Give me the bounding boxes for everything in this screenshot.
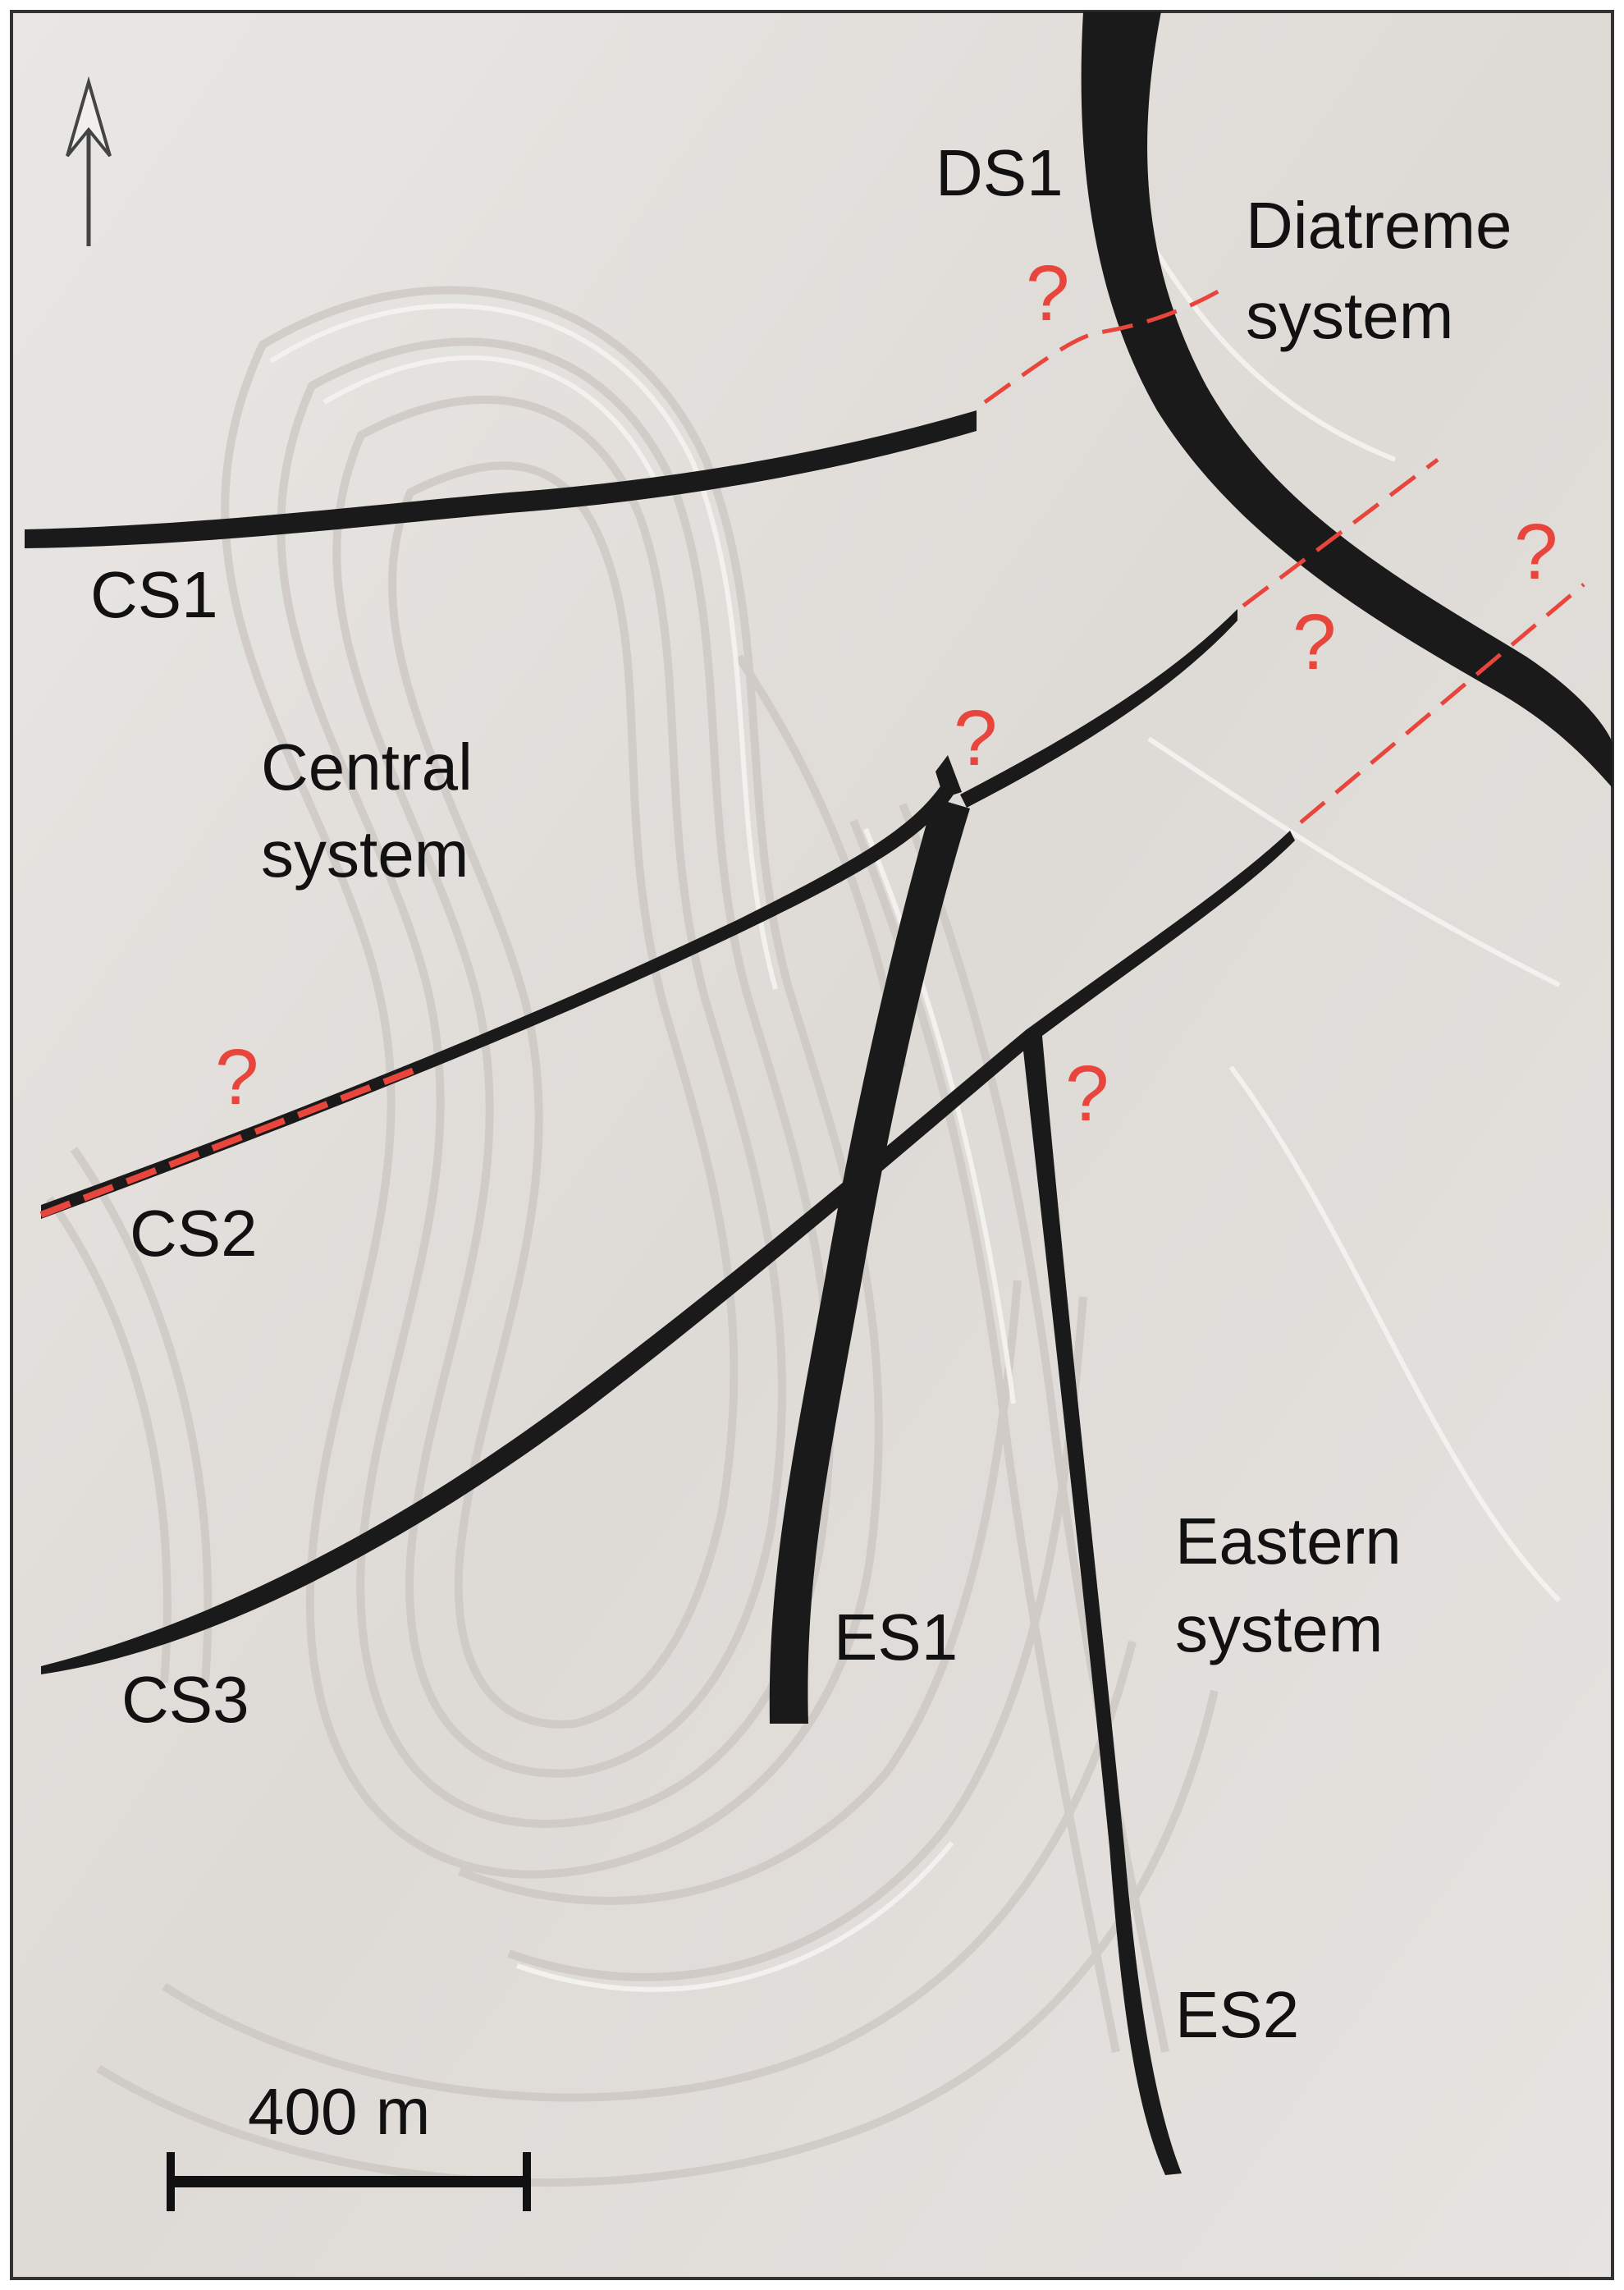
uncertainty-marker-1: ?	[1026, 250, 1069, 337]
label-eastern-2: system	[1175, 1592, 1383, 1665]
label-es2: ES2	[1175, 1978, 1299, 2051]
uncertain-extensions	[39, 286, 1585, 1218]
label-cs3: CS3	[121, 1663, 249, 1736]
uncertainty-marker-5: ?	[1065, 1050, 1109, 1138]
label-es1: ES1	[834, 1601, 958, 1674]
terrain-hillshade	[11, 11, 1613, 2279]
label-cs1: CS1	[90, 558, 218, 631]
label-central-1: Central	[261, 731, 473, 804]
label-cs2: CS2	[130, 1197, 258, 1270]
uncertainty-marker-2: ?	[1514, 508, 1558, 596]
map-frame	[10, 10, 1614, 2280]
dashed-cs2-ext	[1242, 458, 1439, 607]
uncertainty-marker-6: ?	[215, 1033, 258, 1121]
scale-bar: 400 m	[167, 2075, 531, 2211]
structure-cs2-tip	[936, 755, 962, 798]
structure-es1	[769, 798, 970, 1724]
uncertainty-marker-4: ?	[954, 694, 997, 782]
label-ds1: DS1	[936, 136, 1064, 209]
structure-ds1	[1081, 11, 1613, 788]
dashed-cs2-sw	[39, 1065, 420, 1218]
scale-bar-label: 400 m	[248, 2075, 430, 2148]
structures	[25, 11, 1613, 2175]
label-diatreme-1: Diatreme	[1246, 189, 1512, 262]
structure-cs2	[41, 784, 954, 1219]
uncertainty-marker-3: ?	[1292, 598, 1336, 686]
structure-es2	[1022, 1036, 1182, 2175]
label-diatreme-2: system	[1246, 279, 1453, 352]
uncertainty-markers: ? ? ? ? ? ?	[215, 250, 1558, 1138]
label-eastern-1: Eastern	[1175, 1505, 1402, 1578]
label-central-2: system	[261, 818, 469, 891]
dashed-cs1-ext	[983, 286, 1224, 405]
structure-cs2-ne	[960, 609, 1237, 808]
structure-cs1	[25, 410, 977, 548]
dashed-cs3-ext	[1299, 583, 1585, 824]
north-arrow-icon	[66, 76, 112, 246]
map-labels: DS1 Diatreme system CS1 Central system C…	[90, 136, 1512, 2051]
